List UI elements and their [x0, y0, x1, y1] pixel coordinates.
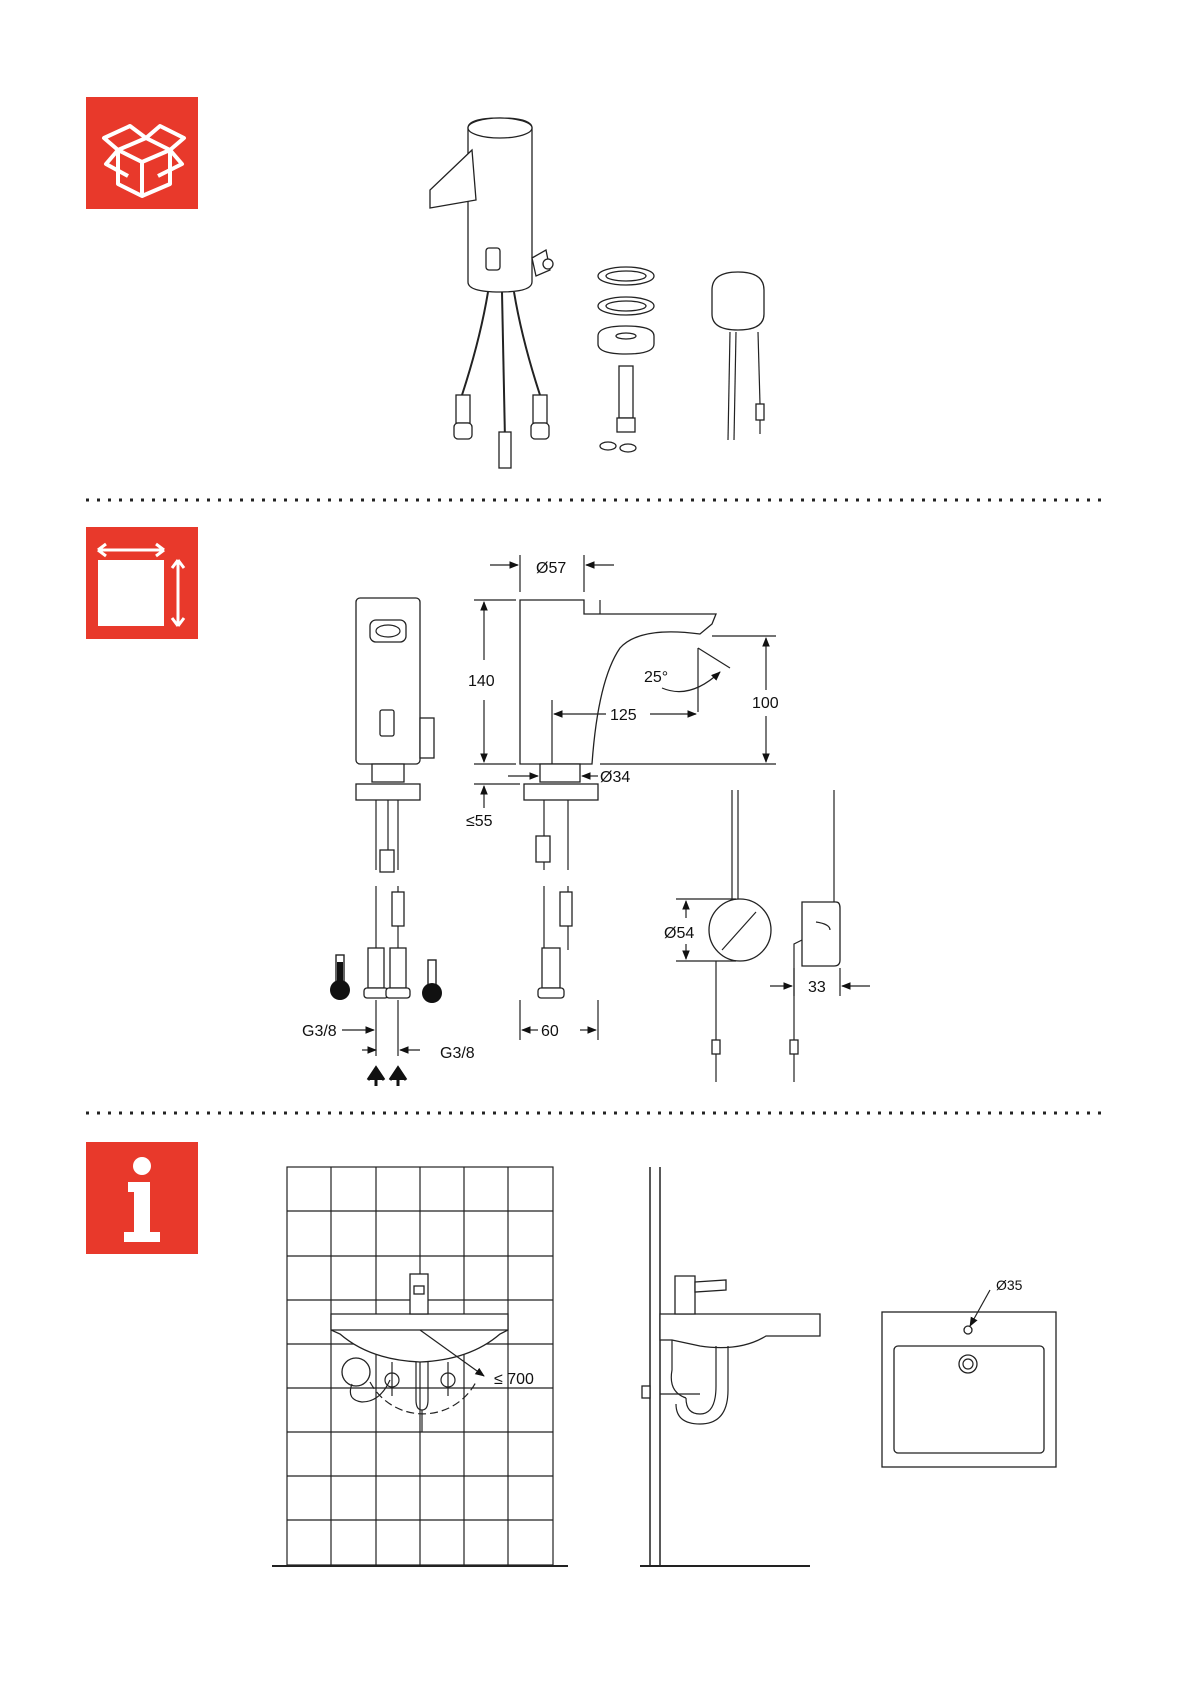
dim-max-55: ≤55 — [466, 813, 493, 830]
dim-diameter-54: Ø54 — [664, 925, 694, 942]
dim-diameter-57: Ø57 — [536, 560, 566, 577]
wall-side-view — [640, 1167, 820, 1566]
dim-g38-left: G3/8 — [302, 1023, 337, 1040]
dim-hole-diameter-35: Ø35 — [996, 1277, 1023, 1293]
hot-water-icon — [330, 955, 350, 1000]
dim-height-140: 140 — [468, 673, 495, 690]
section-installation-info: ≤ 700 Ø35 — [86, 1142, 1056, 1566]
control-box-side-drawing: 33 — [770, 790, 870, 1082]
dim-angle-25: 25° — [644, 669, 668, 686]
control-box-front-drawing: Ø54 — [664, 790, 771, 1082]
box-open-icon — [86, 97, 198, 209]
info-icon — [86, 1142, 198, 1254]
dim-g38-right: G3/8 — [440, 1045, 475, 1062]
dim-height-100: 100 — [752, 695, 779, 712]
dim-depth-33: 33 — [808, 979, 826, 996]
basin-top-view: Ø35 — [882, 1277, 1056, 1467]
section-dimensions: G3/8 G3/8 Ø57 — [86, 527, 870, 1086]
section-package-contents — [86, 97, 764, 468]
dim-width-60: 60 — [541, 1023, 559, 1040]
control-box — [712, 272, 764, 440]
front-view-drawing: G3/8 G3/8 — [302, 598, 475, 1086]
dimensions-icon — [86, 527, 198, 639]
gasket-set — [598, 267, 654, 452]
supply-arrows-icon — [368, 1068, 406, 1086]
dim-length-125: 125 — [610, 707, 637, 724]
dim-max-distance-700: ≤ 700 — [494, 1371, 534, 1388]
dim-diameter-34: Ø34 — [600, 769, 630, 786]
faucet-illustration — [430, 118, 553, 468]
wall-front-view: ≤ 700 — [272, 1167, 568, 1566]
cold-water-icon — [422, 960, 442, 1003]
